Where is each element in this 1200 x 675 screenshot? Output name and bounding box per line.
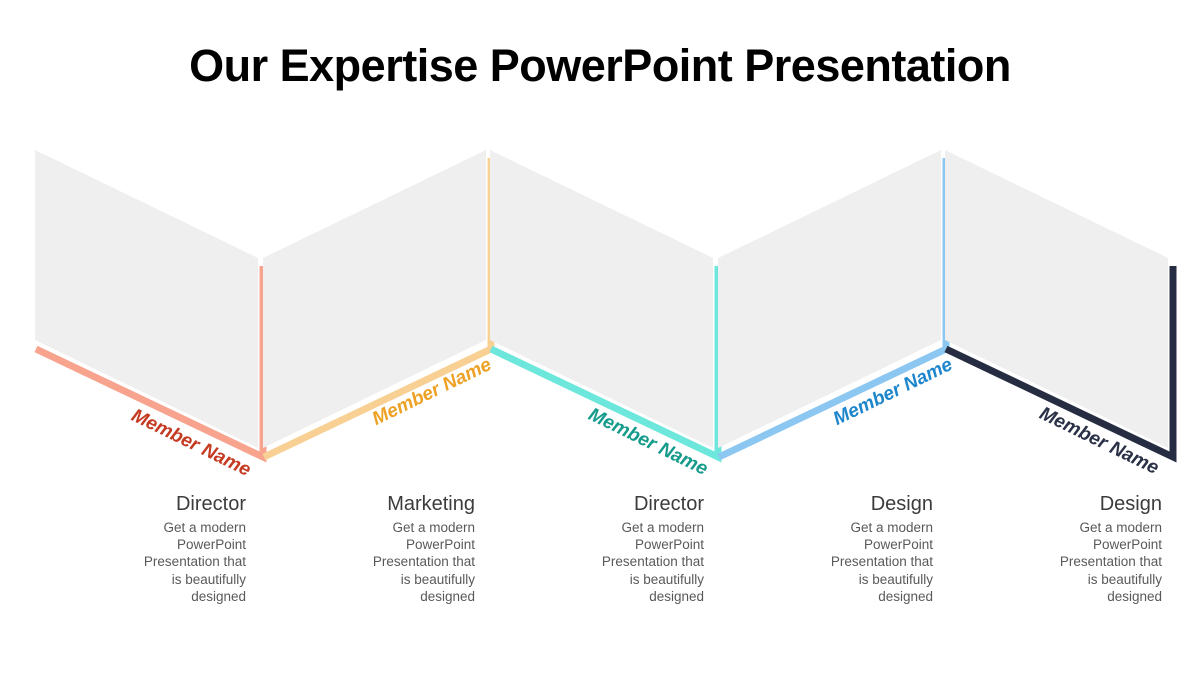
- member-role: Director: [633, 493, 704, 515]
- member-description: Get a modern PowerPoint Presentation tha…: [372, 520, 475, 604]
- member-panel-4: Member Name: [717, 150, 956, 461]
- member-panel-1: Member Name: [34, 150, 267, 481]
- member-text-block-4: Design Get a modern PowerPoint Presentat…: [753, 492, 933, 605]
- member-description: Get a modern PowerPoint Presentation tha…: [143, 520, 246, 604]
- member-text-block-3: Director Get a modern PowerPoint Present…: [524, 492, 704, 605]
- panel-accent-line: [944, 266, 1177, 463]
- member-role: Director: [175, 493, 246, 515]
- panel-shape: [35, 150, 258, 448]
- member-text-block-2: Marketing Get a modern PowerPoint Presen…: [295, 492, 475, 605]
- member-role: Design: [870, 493, 933, 515]
- member-description: Get a modern PowerPoint Presentation tha…: [1059, 520, 1162, 604]
- panel-shape: [945, 150, 1168, 448]
- member-panel-2: Member Name: [262, 150, 495, 461]
- panel-shape: [718, 150, 941, 448]
- member-role: Marketing: [387, 493, 475, 515]
- member-description: Get a modern PowerPoint Presentation tha…: [830, 520, 933, 604]
- member-role: Design: [1099, 493, 1162, 515]
- panel-shape: [490, 150, 713, 448]
- member-description: Get a modern PowerPoint Presentation tha…: [601, 520, 704, 604]
- member-panel-3: Member Name: [489, 150, 722, 480]
- member-text-block-5: Design Get a modern PowerPoint Presentat…: [982, 492, 1162, 605]
- member-text-block-1: Director Get a modern PowerPoint Present…: [66, 492, 246, 605]
- panel-shape: [263, 150, 486, 448]
- member-panel-5: Member Name: [944, 150, 1177, 479]
- slide-title: Our Expertise PowerPoint Presentation: [189, 40, 1011, 91]
